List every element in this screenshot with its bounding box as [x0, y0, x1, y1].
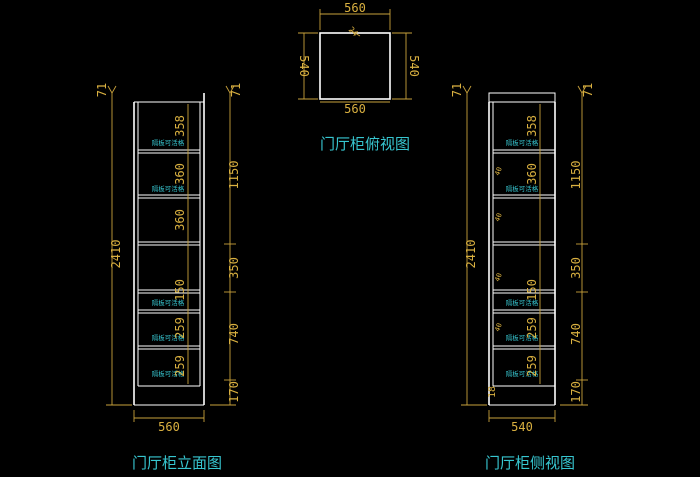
top-dim-left: 540 [297, 55, 311, 77]
front-width: 560 [158, 420, 180, 434]
front-shelf-label: 隔板可活格 [152, 138, 185, 147]
front-outer-dim: 740 [227, 323, 241, 345]
front-inner-dim: 360 [173, 163, 187, 185]
front-total-height: 2410 [109, 240, 123, 269]
side-total-height: 2410 [464, 240, 478, 269]
front-outer-dim: 350 [227, 257, 241, 279]
front-inner-dim: 259 [173, 355, 187, 377]
front-mark-top-right: 71 [229, 83, 243, 97]
side-mark-top-right: 71 [581, 83, 595, 97]
front-inner-dim: 150 [173, 279, 187, 301]
side-outer-dim: 740 [569, 323, 583, 345]
side-small-mark: 40 [493, 322, 503, 333]
side-view-title: 门厅柜侧视图 [485, 454, 575, 472]
front-inner-dim: 259 [173, 317, 187, 339]
side-inner-dim: 259 [525, 355, 539, 377]
front-shelf-label: 隔板可活格 [152, 298, 185, 307]
side-mark-top: 71 [450, 83, 464, 97]
front-outer-dim: 1150 [227, 161, 241, 190]
side-outer-dim: 170 [569, 381, 583, 403]
front-shelf-label: 隔板可活格 [152, 333, 185, 342]
side-shelf-label: 隔板可活格 [506, 298, 539, 307]
front-shelf-label: 隔板可活格 [152, 369, 185, 378]
side-bottom-mark: 18 [487, 386, 498, 398]
side-width: 540 [511, 420, 533, 434]
side-outer-dim: 1150 [569, 161, 583, 190]
side-inner-dim: 360 [525, 163, 539, 185]
side-view: 隔板可活格 隔板可活格 隔板可活格 隔板可活格 隔板可活格 40 40 40 4… [450, 83, 595, 472]
side-small-mark: 40 [493, 272, 503, 283]
front-view: 隔板可活格 隔板可活格 隔板可活格 隔板可活格 隔板可活格 358 360 36… [95, 83, 243, 472]
front-outer-dim: 170 [227, 381, 241, 403]
top-view-outline [319, 32, 391, 100]
side-inner-dim: 259 [525, 317, 539, 339]
top-dim-bottom: 560 [344, 102, 366, 116]
top-view-title: 门厅柜俯视图 [320, 135, 410, 153]
side-shelf-label: 隔板可活格 [506, 184, 539, 193]
side-inner-dim: 150 [525, 279, 539, 301]
side-outer-dim: 350 [569, 257, 583, 279]
top-mark: 24 [347, 25, 360, 38]
front-shelf-label: 隔板可活格 [152, 184, 185, 193]
front-mark-top: 71 [95, 83, 109, 97]
front-view-title: 门厅柜立面图 [132, 454, 222, 472]
side-small-mark: 40 [493, 166, 503, 177]
front-inner-dim: 360 [173, 209, 187, 231]
side-shelf-label: 隔板可活格 [506, 369, 539, 378]
side-small-mark: 40 [493, 212, 503, 223]
top-dim-right: 540 [407, 55, 421, 77]
front-inner-dim: 358 [173, 115, 187, 137]
side-shelf-label: 隔板可活格 [506, 333, 539, 342]
side-inner-dim: 358 [525, 115, 539, 137]
side-shelf-label: 隔板可活格 [506, 138, 539, 147]
top-dim-top: 560 [344, 1, 366, 15]
top-view: 560 560 540 540 24 门厅柜俯视图 [297, 1, 421, 153]
